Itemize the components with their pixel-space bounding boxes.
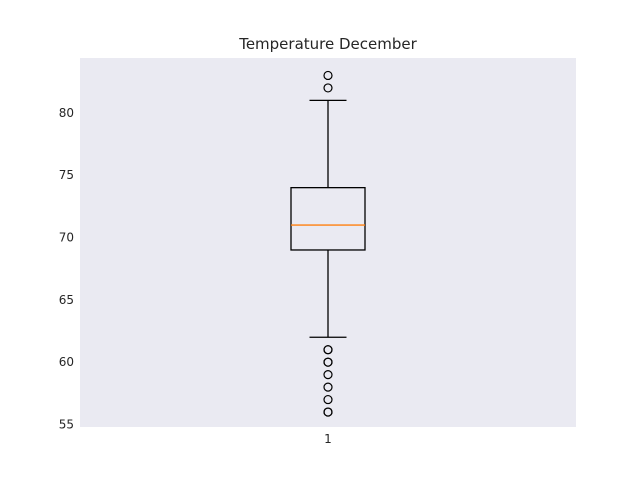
y-tick-label: 65 [59,293,74,307]
box [290,186,366,251]
y-axis: 55 60 65 70 75 80 [59,106,74,432]
y-tick-label: 75 [59,168,74,182]
outlier-point [323,345,333,355]
x-tick-label: 1 [324,432,332,446]
x-axis: 1 [324,432,332,446]
y-tick-label: 60 [59,355,74,369]
box-group [290,70,366,417]
outlier-point [323,407,333,417]
outlier-point [323,83,333,93]
outlier-point [323,357,333,367]
outlier-point [323,70,333,81]
outlier-point [323,394,333,405]
outlier-point [323,370,333,380]
outlier-point [323,382,333,392]
chart-title: Temperature December [238,35,417,53]
y-tick-label: 55 [59,418,74,432]
y-tick-label: 80 [59,106,74,120]
y-tick-label: 70 [59,231,74,245]
